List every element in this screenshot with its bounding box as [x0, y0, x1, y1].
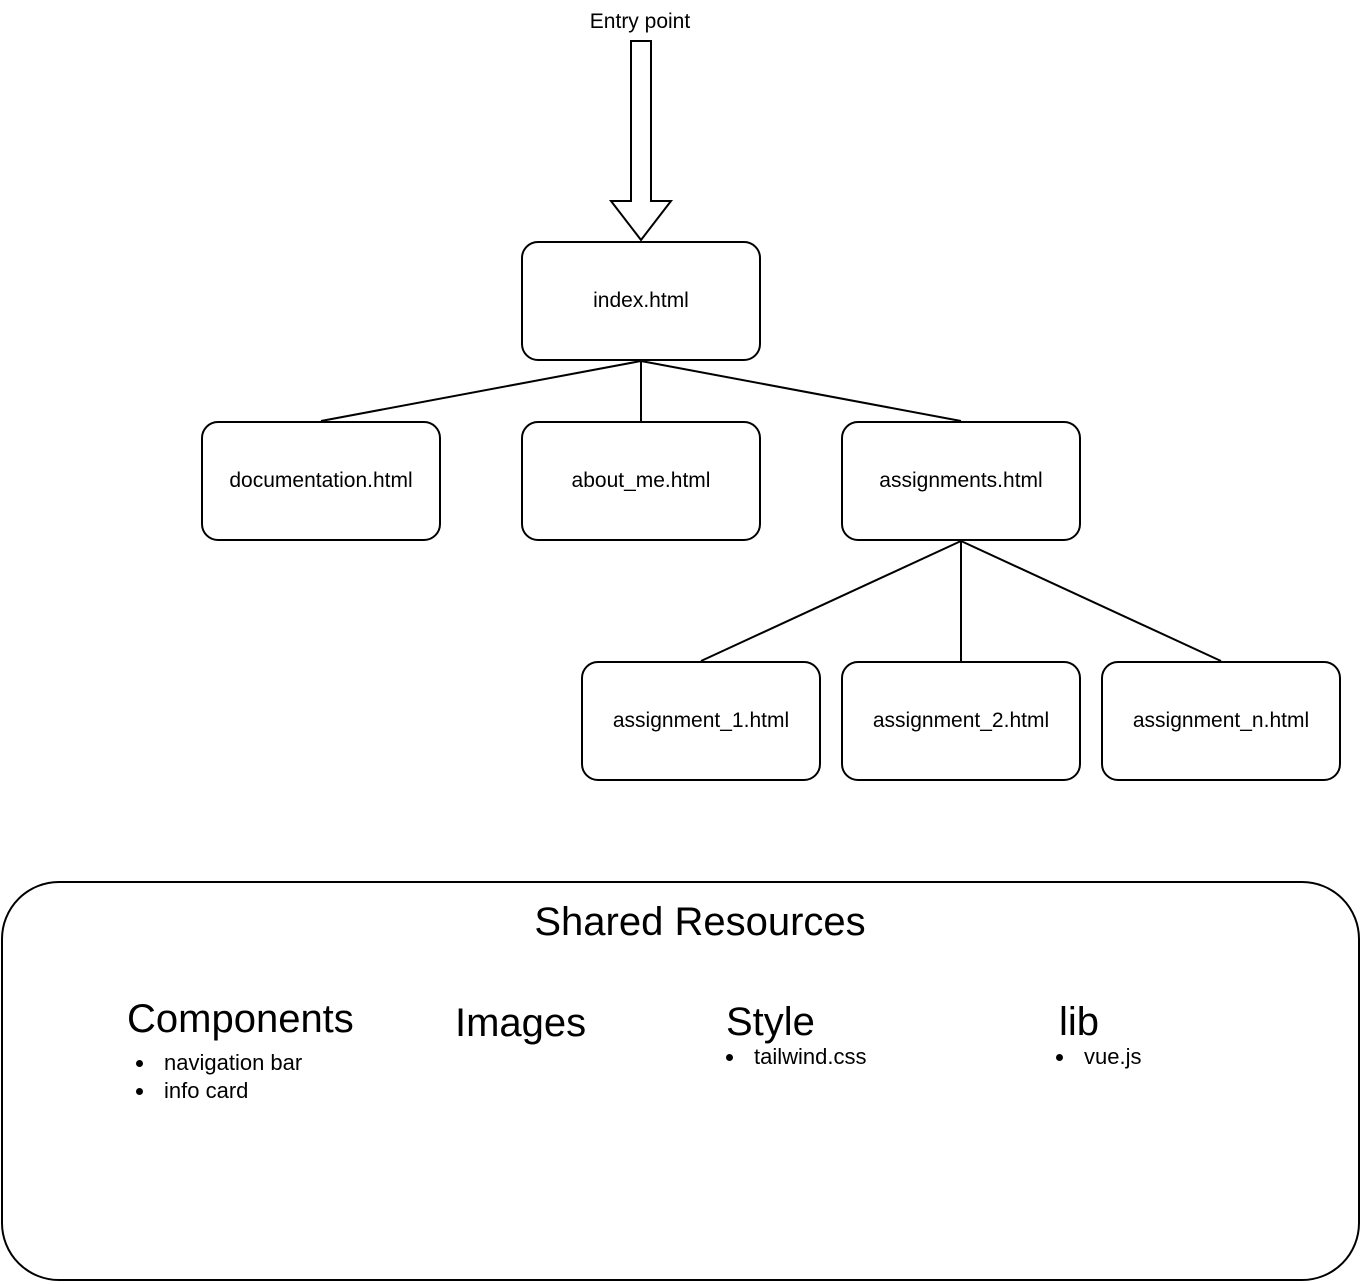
shared-resources-container [1, 881, 1360, 1281]
node-documentation: documentation.html [201, 421, 441, 541]
components-list: navigation bar info card [136, 1049, 354, 1105]
style-group: Style tailwind.css [725, 998, 867, 1071]
entry-point-label: Entry point [589, 10, 691, 33]
lib-list: vue.js [1055, 1043, 1142, 1071]
node-assignment-n-label: assignment_n.html [1132, 709, 1310, 732]
node-assignment-1-label: assignment_1.html [612, 709, 790, 732]
components-group: Components navigation bar info card [127, 995, 354, 1105]
node-assignments: assignments.html [841, 421, 1081, 541]
node-assignment-1: assignment_1.html [581, 661, 821, 781]
node-about-me-label: about_me.html [571, 469, 711, 492]
components-heading: Components [127, 997, 354, 1041]
components-item-info-card: info card [136, 1077, 354, 1105]
lib-heading: lib [1059, 1000, 1100, 1044]
node-documentation-label: documentation.html [229, 469, 413, 492]
entry-arrow [608, 40, 674, 242]
shared-resources-title: Shared Resources [534, 900, 866, 944]
node-assignments-label: assignments.html [879, 469, 1043, 492]
style-item-tailwind: tailwind.css [725, 1044, 867, 1069]
node-assignment-2-label: assignment_2.html [872, 709, 1050, 732]
node-index-label: index.html [593, 289, 689, 312]
edge-assignments-assignment-1 [700, 540, 962, 662]
edge-assignments-assignment-n [960, 540, 1222, 662]
style-list: tailwind.css [725, 1043, 867, 1071]
style-heading: Style [726, 1000, 815, 1044]
images-heading: Images [455, 1001, 587, 1045]
images-group: Images [455, 999, 586, 1047]
lib-item-vue: vue.js [1055, 1044, 1142, 1069]
lib-group: lib vue.js [1055, 998, 1142, 1071]
edge-index-documentation [320, 360, 642, 422]
node-index: index.html [521, 241, 761, 361]
edge-index-assignments [640, 360, 962, 422]
components-item-navigation-bar: navigation bar [136, 1049, 354, 1077]
node-assignment-n: assignment_n.html [1101, 661, 1341, 781]
node-about-me: about_me.html [521, 421, 761, 541]
node-assignment-2: assignment_2.html [841, 661, 1081, 781]
